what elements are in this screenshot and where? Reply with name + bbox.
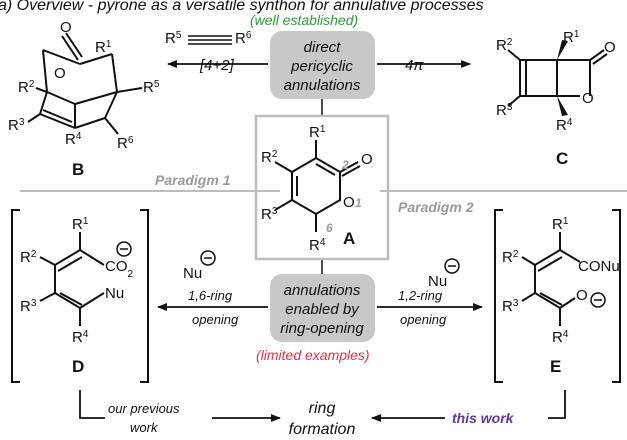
b-bridge-o: O bbox=[54, 65, 66, 82]
nu-right: Nu bbox=[428, 273, 447, 290]
e-o: O bbox=[576, 287, 588, 304]
nu-left-charge-icon bbox=[200, 250, 216, 266]
e-r3: R3 bbox=[502, 298, 519, 316]
c-carbonyl-o: O bbox=[604, 39, 616, 56]
b-r3: R3 bbox=[8, 117, 25, 135]
alkyne-r6: R6 bbox=[235, 30, 252, 48]
a-pos-6: 6 bbox=[326, 221, 333, 235]
a-pos-1: 1 bbox=[355, 196, 362, 210]
c-r3: R3 bbox=[496, 102, 513, 120]
a-carbonyl-o: O bbox=[361, 151, 373, 168]
label-16-line2: opening bbox=[192, 312, 239, 327]
d-r1: R1 bbox=[72, 216, 89, 234]
footer-left-line1: our previous bbox=[108, 401, 180, 416]
e-conu: CONu bbox=[578, 258, 620, 275]
compound-b bbox=[27, 32, 143, 135]
c-label: C bbox=[556, 149, 568, 168]
b-r2: R2 bbox=[18, 79, 35, 97]
ring-opening-box-line2: enabled by bbox=[285, 301, 360, 318]
footer-this-work: this work bbox=[452, 410, 515, 426]
c-ring-o: O bbox=[582, 90, 594, 107]
ring-opening-box-line1: annulations bbox=[284, 282, 361, 299]
nu-right-charge-icon bbox=[444, 258, 460, 274]
b-r5: R5 bbox=[143, 79, 160, 97]
well-established-tag: (well established) bbox=[250, 12, 358, 28]
b-r1: R1 bbox=[95, 39, 112, 57]
footer-center-line2: formation bbox=[289, 421, 356, 435]
d-r3: R3 bbox=[20, 298, 37, 316]
a-r4: R4 bbox=[309, 237, 326, 255]
d-bracket-left bbox=[11, 209, 20, 383]
label-4plus2: [4+2] bbox=[199, 57, 235, 74]
c-wedge-r4 bbox=[557, 96, 568, 116]
limited-examples-tag: (limited examples) bbox=[256, 347, 370, 363]
d-charge-icon bbox=[116, 241, 132, 257]
ring-opening-box-line3: ring-opening bbox=[280, 320, 364, 337]
pericyclic-box-line3: annulations bbox=[284, 77, 361, 94]
label-12-line1: 1,2-ring bbox=[398, 288, 443, 303]
footer-right-line bbox=[548, 390, 566, 419]
compound-c bbox=[507, 49, 608, 107]
a-r3: R3 bbox=[261, 206, 278, 224]
e-bracket-right bbox=[612, 209, 621, 383]
label-12-line2: opening bbox=[400, 312, 447, 327]
c-r4: R4 bbox=[556, 117, 573, 135]
pericyclic-box-line1: direct bbox=[304, 39, 342, 56]
a-r2: R2 bbox=[261, 149, 278, 167]
paradigm-2: Paradigm 2 bbox=[398, 199, 474, 215]
a-label: A bbox=[343, 229, 355, 248]
e-r1: R1 bbox=[552, 216, 569, 234]
e-r4: R4 bbox=[552, 329, 569, 347]
b-carbonyl-o: O bbox=[60, 19, 72, 36]
d-nu: Nu bbox=[105, 285, 124, 302]
compound-e bbox=[521, 232, 581, 326]
c-r1: R1 bbox=[563, 29, 580, 47]
e-r2: R2 bbox=[502, 249, 519, 267]
b-label: B bbox=[72, 160, 84, 179]
b-r4: R4 bbox=[65, 131, 82, 149]
d-r2: R2 bbox=[20, 249, 37, 267]
label-16-line1: 1,6-ring bbox=[188, 288, 233, 303]
d-bracket-right bbox=[140, 209, 149, 383]
compound-a-frame bbox=[254, 114, 390, 261]
e-label: E bbox=[550, 357, 561, 376]
d-r4: R4 bbox=[72, 329, 89, 347]
label-4pi: 4π bbox=[405, 57, 424, 74]
e-charge-icon bbox=[590, 292, 606, 308]
d-co2: CO2 bbox=[105, 258, 134, 280]
footer-left-line bbox=[79, 390, 105, 419]
compound-a bbox=[274, 140, 361, 232]
b-r6: R6 bbox=[117, 135, 134, 153]
c-wedge-r1 bbox=[557, 40, 568, 60]
e-bracket-left bbox=[494, 209, 503, 383]
d-label: D bbox=[72, 357, 84, 376]
nu-left: Nu bbox=[183, 265, 202, 282]
alkyne-r5: R5 bbox=[165, 30, 182, 48]
pericyclic-box bbox=[270, 31, 375, 99]
pericyclic-box-line2: pericyclic bbox=[290, 58, 353, 75]
a-pos-2: 2 bbox=[341, 158, 349, 172]
footer-center-line1: ring bbox=[309, 400, 336, 417]
footer-left-line2: work bbox=[130, 420, 159, 435]
header-title: a) Overview - pyrone as a versatile synt… bbox=[0, 0, 484, 14]
paradigm-1: Paradigm 1 bbox=[155, 172, 231, 188]
ring-opening-box bbox=[270, 274, 375, 342]
a-ring-o: O bbox=[343, 194, 355, 211]
a-r1: R1 bbox=[309, 124, 326, 142]
compound-d bbox=[39, 232, 105, 326]
